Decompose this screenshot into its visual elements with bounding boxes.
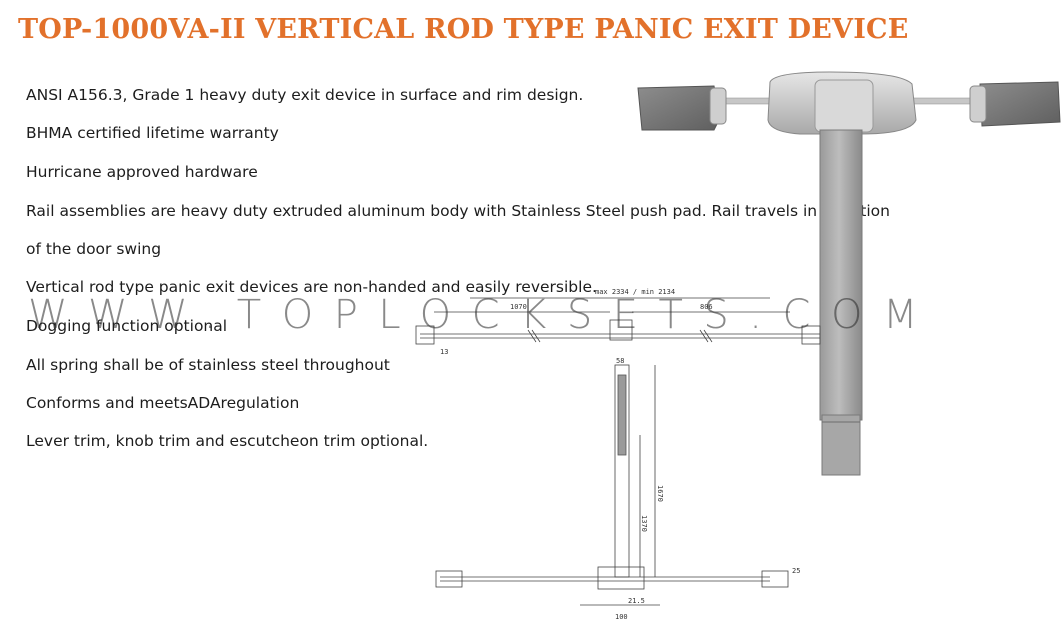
inner-dim-label: 1370: [640, 515, 648, 532]
right-dim-label: 806: [700, 303, 713, 311]
feature-item-reversible: Vertical rod type panic exit devices are…: [26, 278, 597, 296]
left-dim-label: 1070: [510, 303, 527, 311]
feature-item-bhma: BHMA certified lifetime warranty: [26, 124, 279, 142]
pad-dim-label: 21.5: [628, 597, 645, 605]
top-dim-label: 58: [616, 357, 624, 365]
feature-item-hurricane: Hurricane approved hardware: [26, 163, 258, 181]
height-dim-label: 1670: [656, 485, 664, 502]
end-dim-label: 13: [440, 348, 448, 356]
feature-item-rail-cont: of the door swing: [26, 240, 162, 258]
watermark-url: WWW.TOPLOCKSETS.COM: [28, 292, 938, 338]
feature-item-ada: Conforms and meetsADAregulation: [26, 394, 300, 412]
page-title: TOP-1000VA-II VERTICAL ROD TYPE PANIC EX…: [18, 14, 909, 45]
product-photo: [637, 71, 1061, 476]
small-dim-label: 25: [792, 567, 800, 575]
feature-item-spring: All spring shall be of stainless steel t…: [26, 356, 390, 374]
dimension-drawing-top: max 2334 / min 2134 1070 806 13: [415, 288, 821, 356]
dimension-drawing-elevation: 1670 1370 100 21.5 58 25: [435, 357, 800, 621]
feature-item-ansi: ANSI A156.3, Grade 1 heavy duty exit dev…: [26, 86, 584, 104]
feature-item-dogging: Dogging function optional: [26, 317, 228, 335]
feature-item-trim: Lever trim, knob trim and escutcheon tri…: [26, 432, 429, 450]
feature-item-rail: Rail assemblies are heavy duty extruded …: [26, 202, 890, 220]
base-dim-label: 100: [615, 613, 628, 621]
total-length-label: max 2334 / min 2134: [595, 288, 675, 296]
